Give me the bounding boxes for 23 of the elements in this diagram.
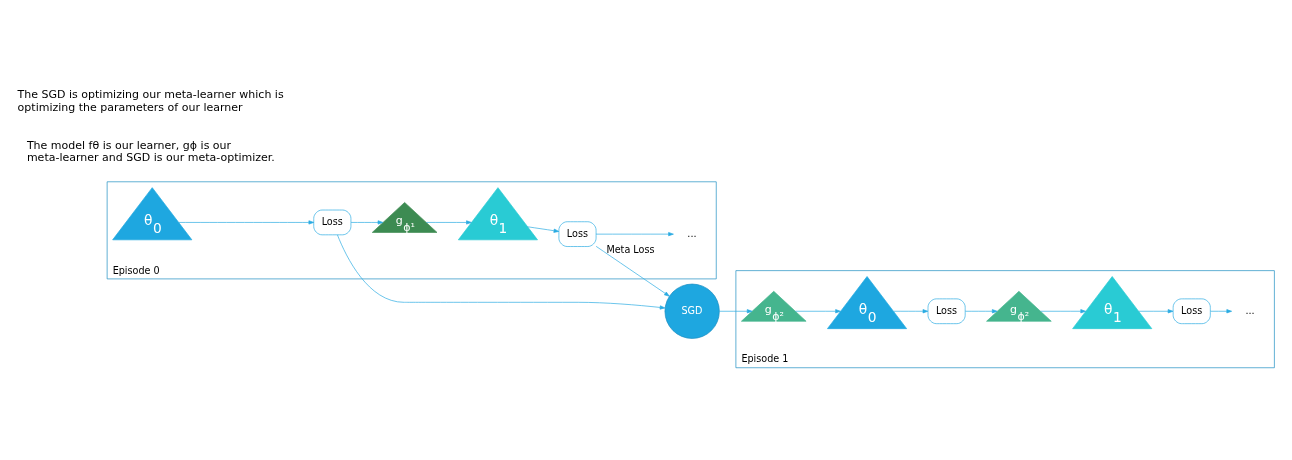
- arrow: [893, 309, 929, 314]
- node-box: Loss: [1172, 298, 1211, 324]
- node-text: ...: [1245, 304, 1255, 316]
- node-box: Loss: [558, 221, 597, 247]
- arrow: [350, 220, 384, 225]
- arrow: [719, 309, 753, 314]
- node-box: Loss: [927, 298, 966, 324]
- arrow: [1138, 309, 1174, 314]
- label: The model fθ is our learner, gϕ is our meta-learner and SGD is our meta-optimizer.: [26, 138, 275, 164]
- edge-label: Meta Loss: [606, 243, 655, 255]
- arrow: [178, 220, 315, 225]
- arrow: [795, 309, 841, 314]
- arrow: [595, 246, 670, 297]
- arrow: [527, 226, 560, 233]
- arrow: [1040, 309, 1086, 314]
- arrow: [965, 309, 998, 314]
- node-box: Loss: [313, 209, 352, 236]
- label: The SGD is optimizing our meta-learner which is optimizing the parameters of our learner: [17, 88, 284, 114]
- node-text: ...: [687, 227, 697, 239]
- arrow: [426, 220, 472, 225]
- arrow: [595, 232, 674, 237]
- arrow: [1210, 309, 1232, 314]
- arrow: [337, 234, 666, 310]
